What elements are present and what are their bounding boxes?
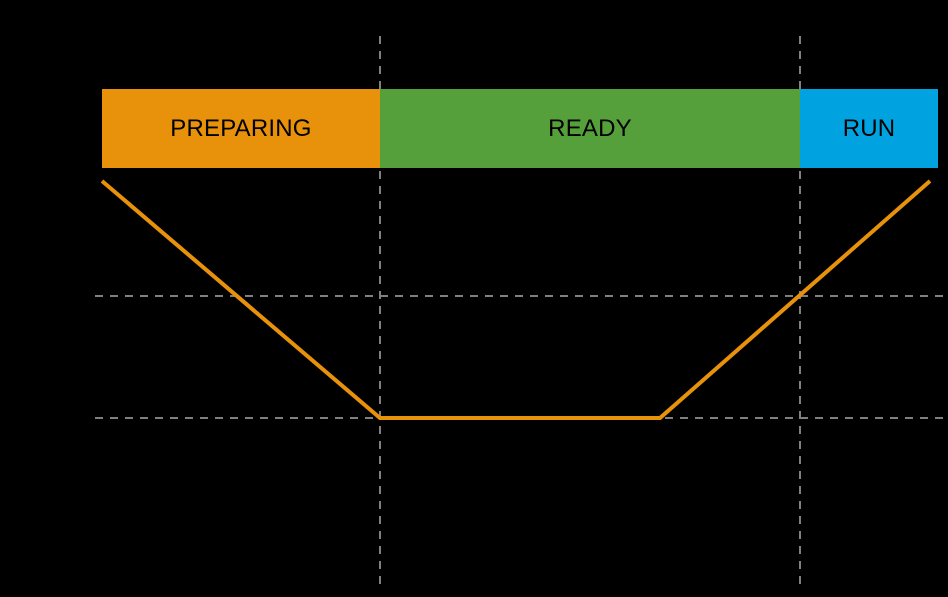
phase-segment-preparing[interactable]: PREPARING [102, 89, 380, 168]
horizontal-guide-group [95, 295, 948, 419]
phase-label-preparing: PREPARING [170, 114, 312, 142]
phase-label-ready: READY [548, 114, 632, 142]
lifecycle-phase-bar: PREPARING READY RUN [102, 89, 938, 168]
phase-segment-run[interactable]: RUN [800, 89, 938, 168]
phase-label-run: RUN [842, 114, 896, 142]
series-line-activity-level [100, 179, 932, 420]
series-group [100, 179, 932, 420]
phase-segment-ready[interactable]: READY [380, 89, 800, 168]
